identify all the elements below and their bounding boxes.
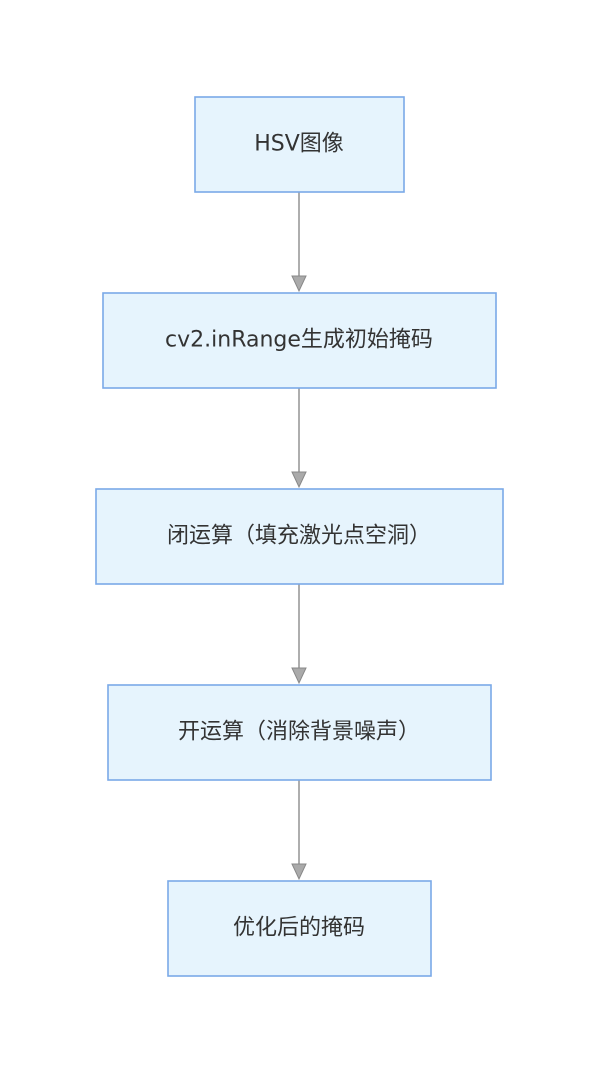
node-closing-operation[interactable]: 闭运算（填充激光点空洞）: [95, 488, 504, 585]
edge-inrange-to-closing: [291, 388, 307, 489]
node-label: HSV图像: [254, 132, 344, 157]
node-label: 优化后的掩码: [233, 916, 365, 941]
node-label: 开运算（消除背景噪声）: [178, 720, 420, 745]
arrowhead-icon: [291, 471, 307, 489]
node-opening-operation[interactable]: 开运算（消除背景噪声）: [107, 684, 492, 781]
node-label: cv2.inRange生成初始掩码: [165, 328, 433, 353]
arrowhead-icon: [291, 667, 307, 685]
node-optimized-mask[interactable]: 优化后的掩码: [167, 880, 432, 977]
arrowhead-icon: [291, 275, 307, 293]
edge-hsv-to-inrange: [291, 192, 307, 293]
node-inrange-initial-mask[interactable]: cv2.inRange生成初始掩码: [102, 292, 497, 389]
node-hsv-image[interactable]: HSV图像: [194, 96, 405, 193]
arrowhead-icon: [291, 863, 307, 881]
node-label: 闭运算（填充激光点空洞）: [167, 524, 431, 549]
edge-opening-to-result: [291, 780, 307, 881]
edge-closing-to-opening: [291, 584, 307, 685]
